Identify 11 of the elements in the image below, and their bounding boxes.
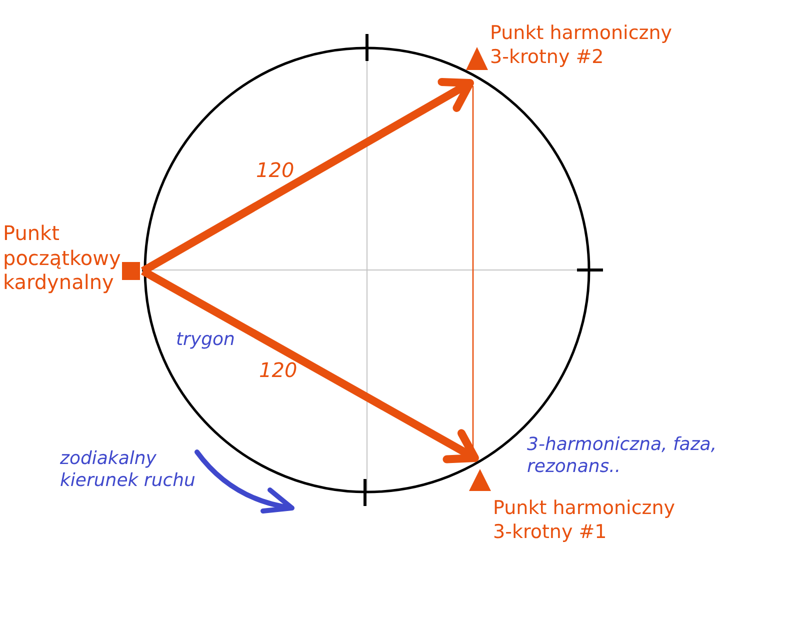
point-label: Punkt harmoniczny 3-krotny #2 (490, 21, 674, 69)
triangle-marker-icon (466, 47, 488, 70)
square-marker-icon (122, 262, 140, 280)
point-label: Punkt początkowy kardynalny (3, 221, 121, 294)
annotation-text: zodiakalny kierunek ruchu (60, 448, 196, 492)
annotation-text: trygon (176, 329, 236, 351)
annotation-text: 3-harmoniczna, faza, rezonans.. (527, 434, 718, 478)
point-label: Punkt harmoniczny 3-krotny #1 (493, 496, 676, 544)
edge-label: 120 (256, 158, 294, 182)
triangle-marker-icon (469, 469, 491, 491)
edge-label: 120 (259, 358, 298, 382)
